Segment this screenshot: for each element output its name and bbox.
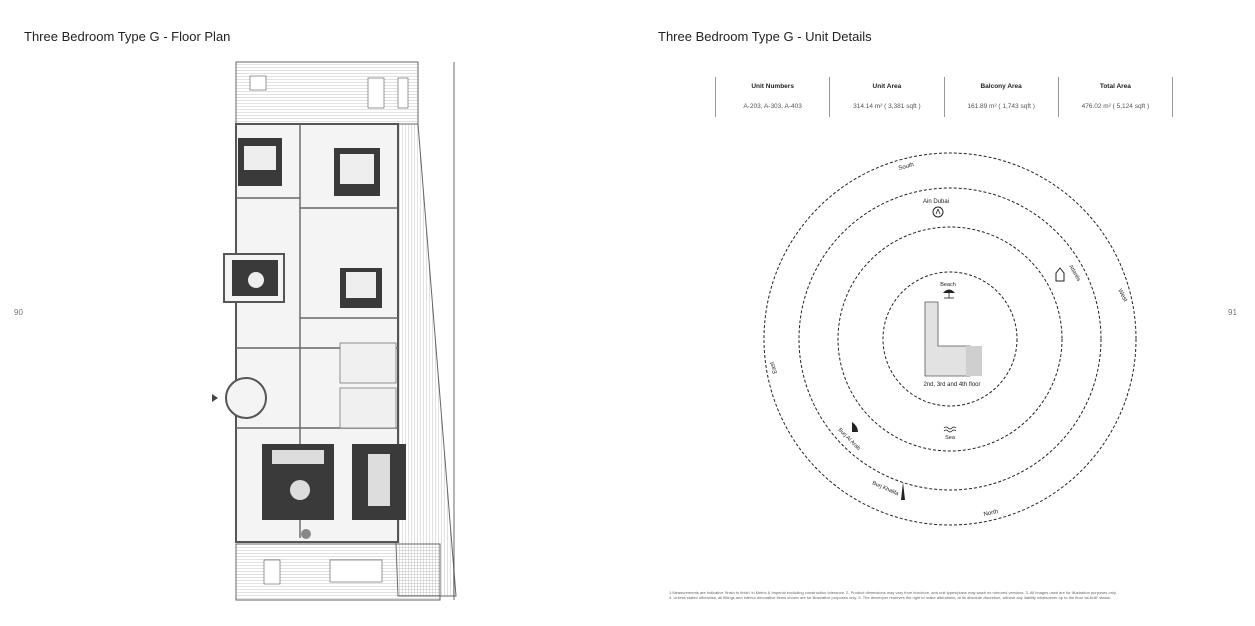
direction-west: West — [1116, 288, 1128, 303]
ferris-wheel-icon — [932, 206, 944, 218]
column-header: Balcony Area — [980, 83, 1022, 90]
floor-plan-title: Three Bedroom Type G - Floor Plan — [24, 29, 231, 44]
column-value: 161.89 m² ( 1,743 sqft ) — [967, 103, 1035, 110]
disclaimer-footnote: 1.Measurements are indicative 'finish to… — [669, 590, 1169, 600]
column-value: 314.14 m² ( 3,381 sqft ) — [853, 103, 921, 110]
page-number-right: 91 — [1228, 308, 1237, 317]
beach-umbrella-icon — [943, 289, 955, 299]
unit-numbers-column: Unit Numbers A-203, A-303, A-403 — [715, 77, 829, 117]
tower-icon — [901, 482, 905, 500]
waves-icon — [943, 426, 957, 433]
orientation-ring-2 — [837, 226, 1063, 452]
palace-icon — [1055, 267, 1065, 282]
sail-tower-icon — [852, 422, 858, 432]
landmark-burj-khalifa: Burj Khalifa — [871, 480, 900, 497]
direction-south: South — [898, 162, 915, 172]
column-value: 476.02 m² ( 5,124 sqft ) — [1081, 103, 1150, 110]
building-footprint — [924, 301, 971, 377]
landmark-ain-dubai: Ain Dubai — [923, 199, 949, 205]
orientation-ring-inner — [882, 271, 1018, 407]
unit-details-title: Three Bedroom Type G - Unit Details — [658, 29, 872, 44]
landmark-atlantis: Atlantis — [1067, 264, 1081, 283]
balcony-area-column: Balcony Area 161.89 m² ( 1,743 sqft ) — [943, 77, 1058, 117]
column-header: Total Area — [1099, 83, 1131, 90]
unit-details-table: Unit Numbers A-203, A-303, A-403 Unit Ar… — [715, 77, 1173, 117]
landmark-sea: Sea — [945, 435, 956, 441]
floor-plan-drawing — [212, 61, 457, 601]
landmark-beach: Beach — [940, 282, 956, 288]
column-value: A-203, A-303, A-403 — [743, 103, 802, 110]
footnote-line-1: 1.Measurements are indicative 'finish to… — [669, 590, 1117, 595]
orientation-ring-3 — [798, 187, 1102, 491]
orientation-diagram: 2nd, 3rd and 4th floor South West North … — [763, 152, 1137, 526]
direction-east: East — [769, 361, 779, 375]
footnote-line-2: 4. Unless stated otherwise, all fittings… — [669, 595, 1112, 600]
total-area-column: Total Area 476.02 m² ( 5,124 sqft ) — [1057, 77, 1173, 117]
page-number-left: 90 — [14, 308, 23, 317]
floor-label: 2nd, 3rd and 4th floor — [923, 382, 980, 388]
orientation-ring-outer — [763, 152, 1137, 526]
column-header: Unit Numbers — [751, 83, 794, 90]
unit-area-column: Unit Area 314.14 m² ( 3,381 sqft ) — [829, 77, 943, 117]
column-header: Unit Area — [872, 83, 902, 90]
direction-north: North — [983, 509, 999, 518]
